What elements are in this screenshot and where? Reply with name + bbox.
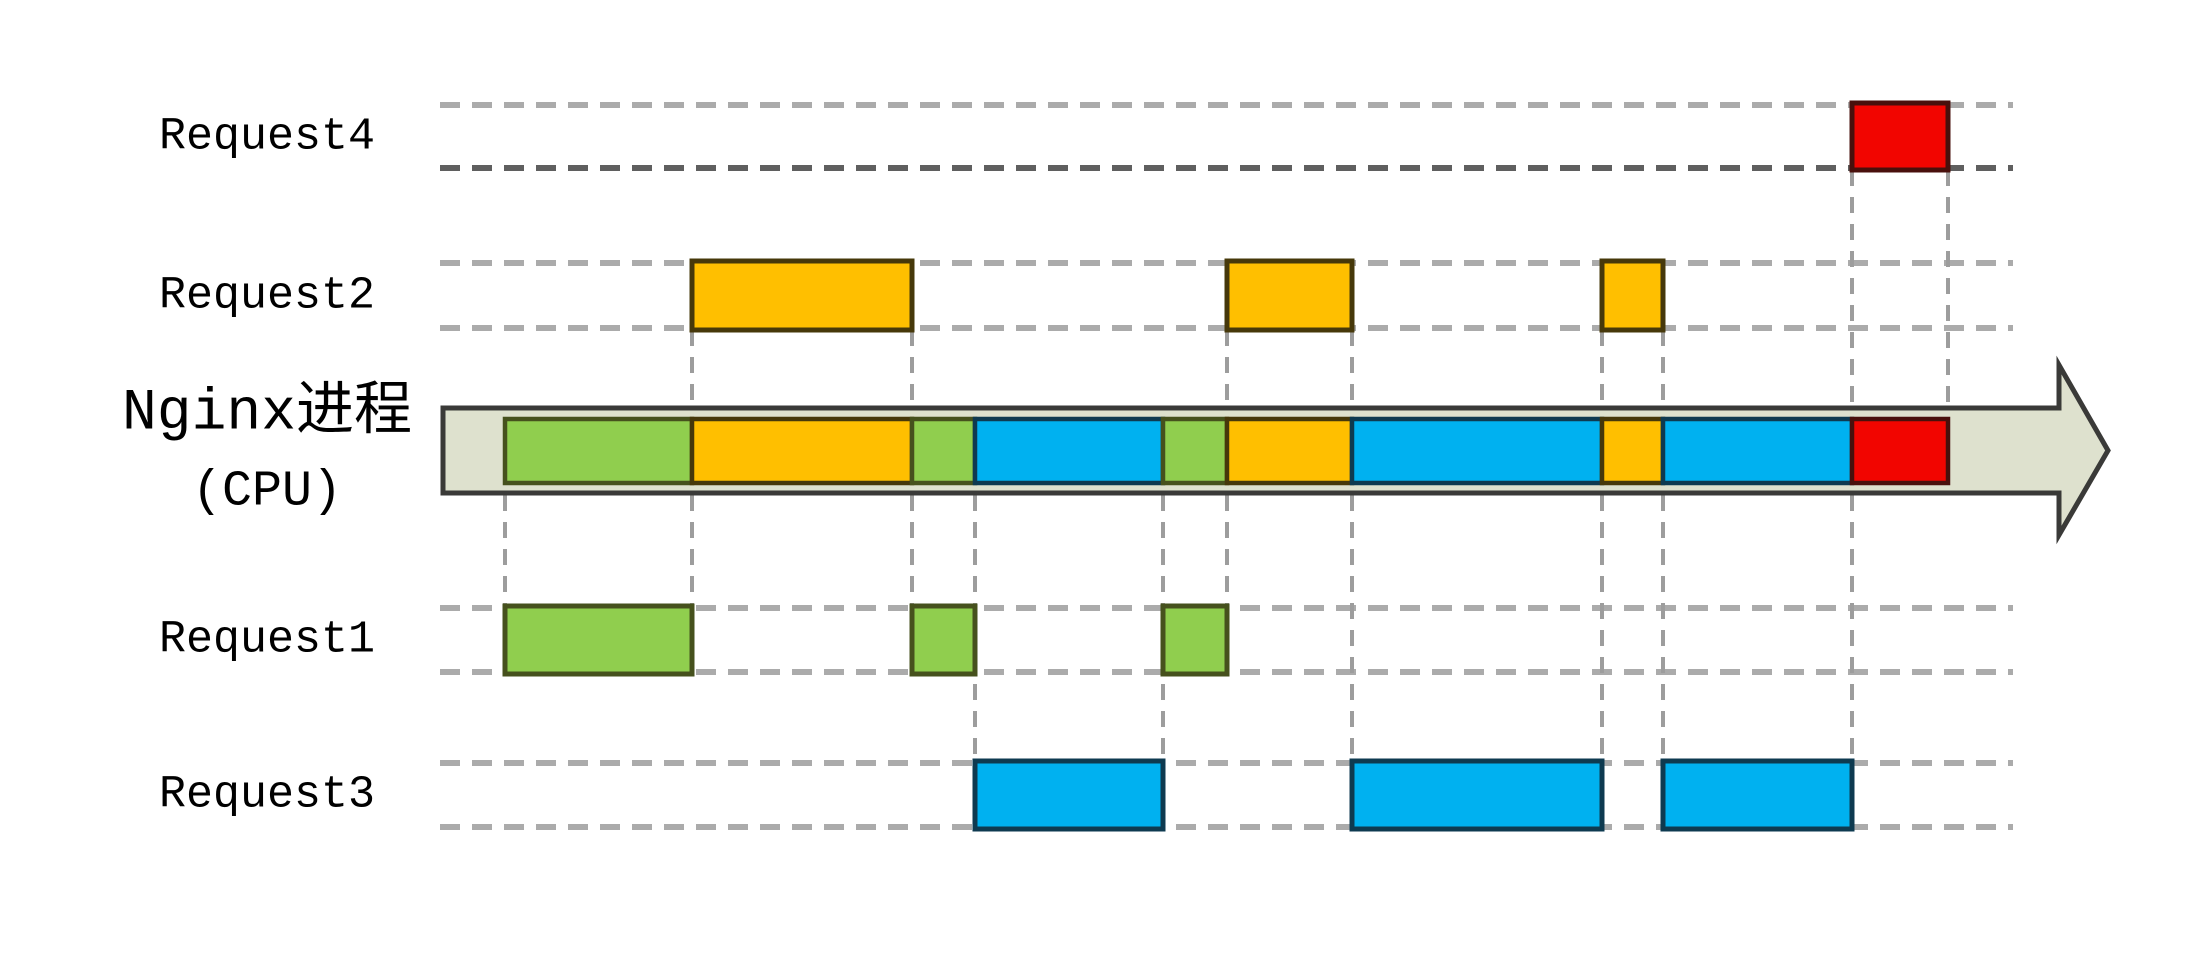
request1-block-3 bbox=[1160, 603, 1230, 677]
row-label-request3: Request3 bbox=[159, 770, 375, 821]
request4-block-1 bbox=[1849, 100, 1951, 173]
cpu-label-line2: (CPU) bbox=[192, 464, 342, 521]
cpu-segment-10-red bbox=[1849, 416, 1951, 486]
cpu-segment-6-orange bbox=[1224, 416, 1355, 486]
request3-block-2 bbox=[1349, 758, 1605, 832]
row-label-request2: Request2 bbox=[159, 271, 375, 322]
request1-block-2 bbox=[909, 603, 978, 677]
request2-block-3 bbox=[1599, 258, 1666, 333]
row-label-request4: Request4 bbox=[159, 112, 375, 163]
cpu-segment-1-green bbox=[502, 416, 695, 486]
cpu-segment-7-blue bbox=[1349, 416, 1605, 486]
cpu-segment-8-orange bbox=[1599, 416, 1666, 486]
request3-block-3 bbox=[1660, 758, 1855, 832]
cpu-segment-3-green bbox=[909, 416, 978, 486]
request3-block-1 bbox=[972, 758, 1166, 832]
cpu-segment-5-green bbox=[1160, 416, 1230, 486]
cpu-label-line1: Nginx进程 bbox=[122, 380, 412, 447]
cpu-segment-2-orange bbox=[689, 416, 915, 486]
row-label-request1: Request1 bbox=[159, 615, 375, 666]
request2-block-2 bbox=[1224, 258, 1355, 333]
request1-block-1 bbox=[502, 603, 695, 677]
cpu-segment-4-blue bbox=[972, 416, 1166, 486]
cpu-segment-9-blue bbox=[1660, 416, 1855, 486]
request2-block-1 bbox=[689, 258, 915, 333]
